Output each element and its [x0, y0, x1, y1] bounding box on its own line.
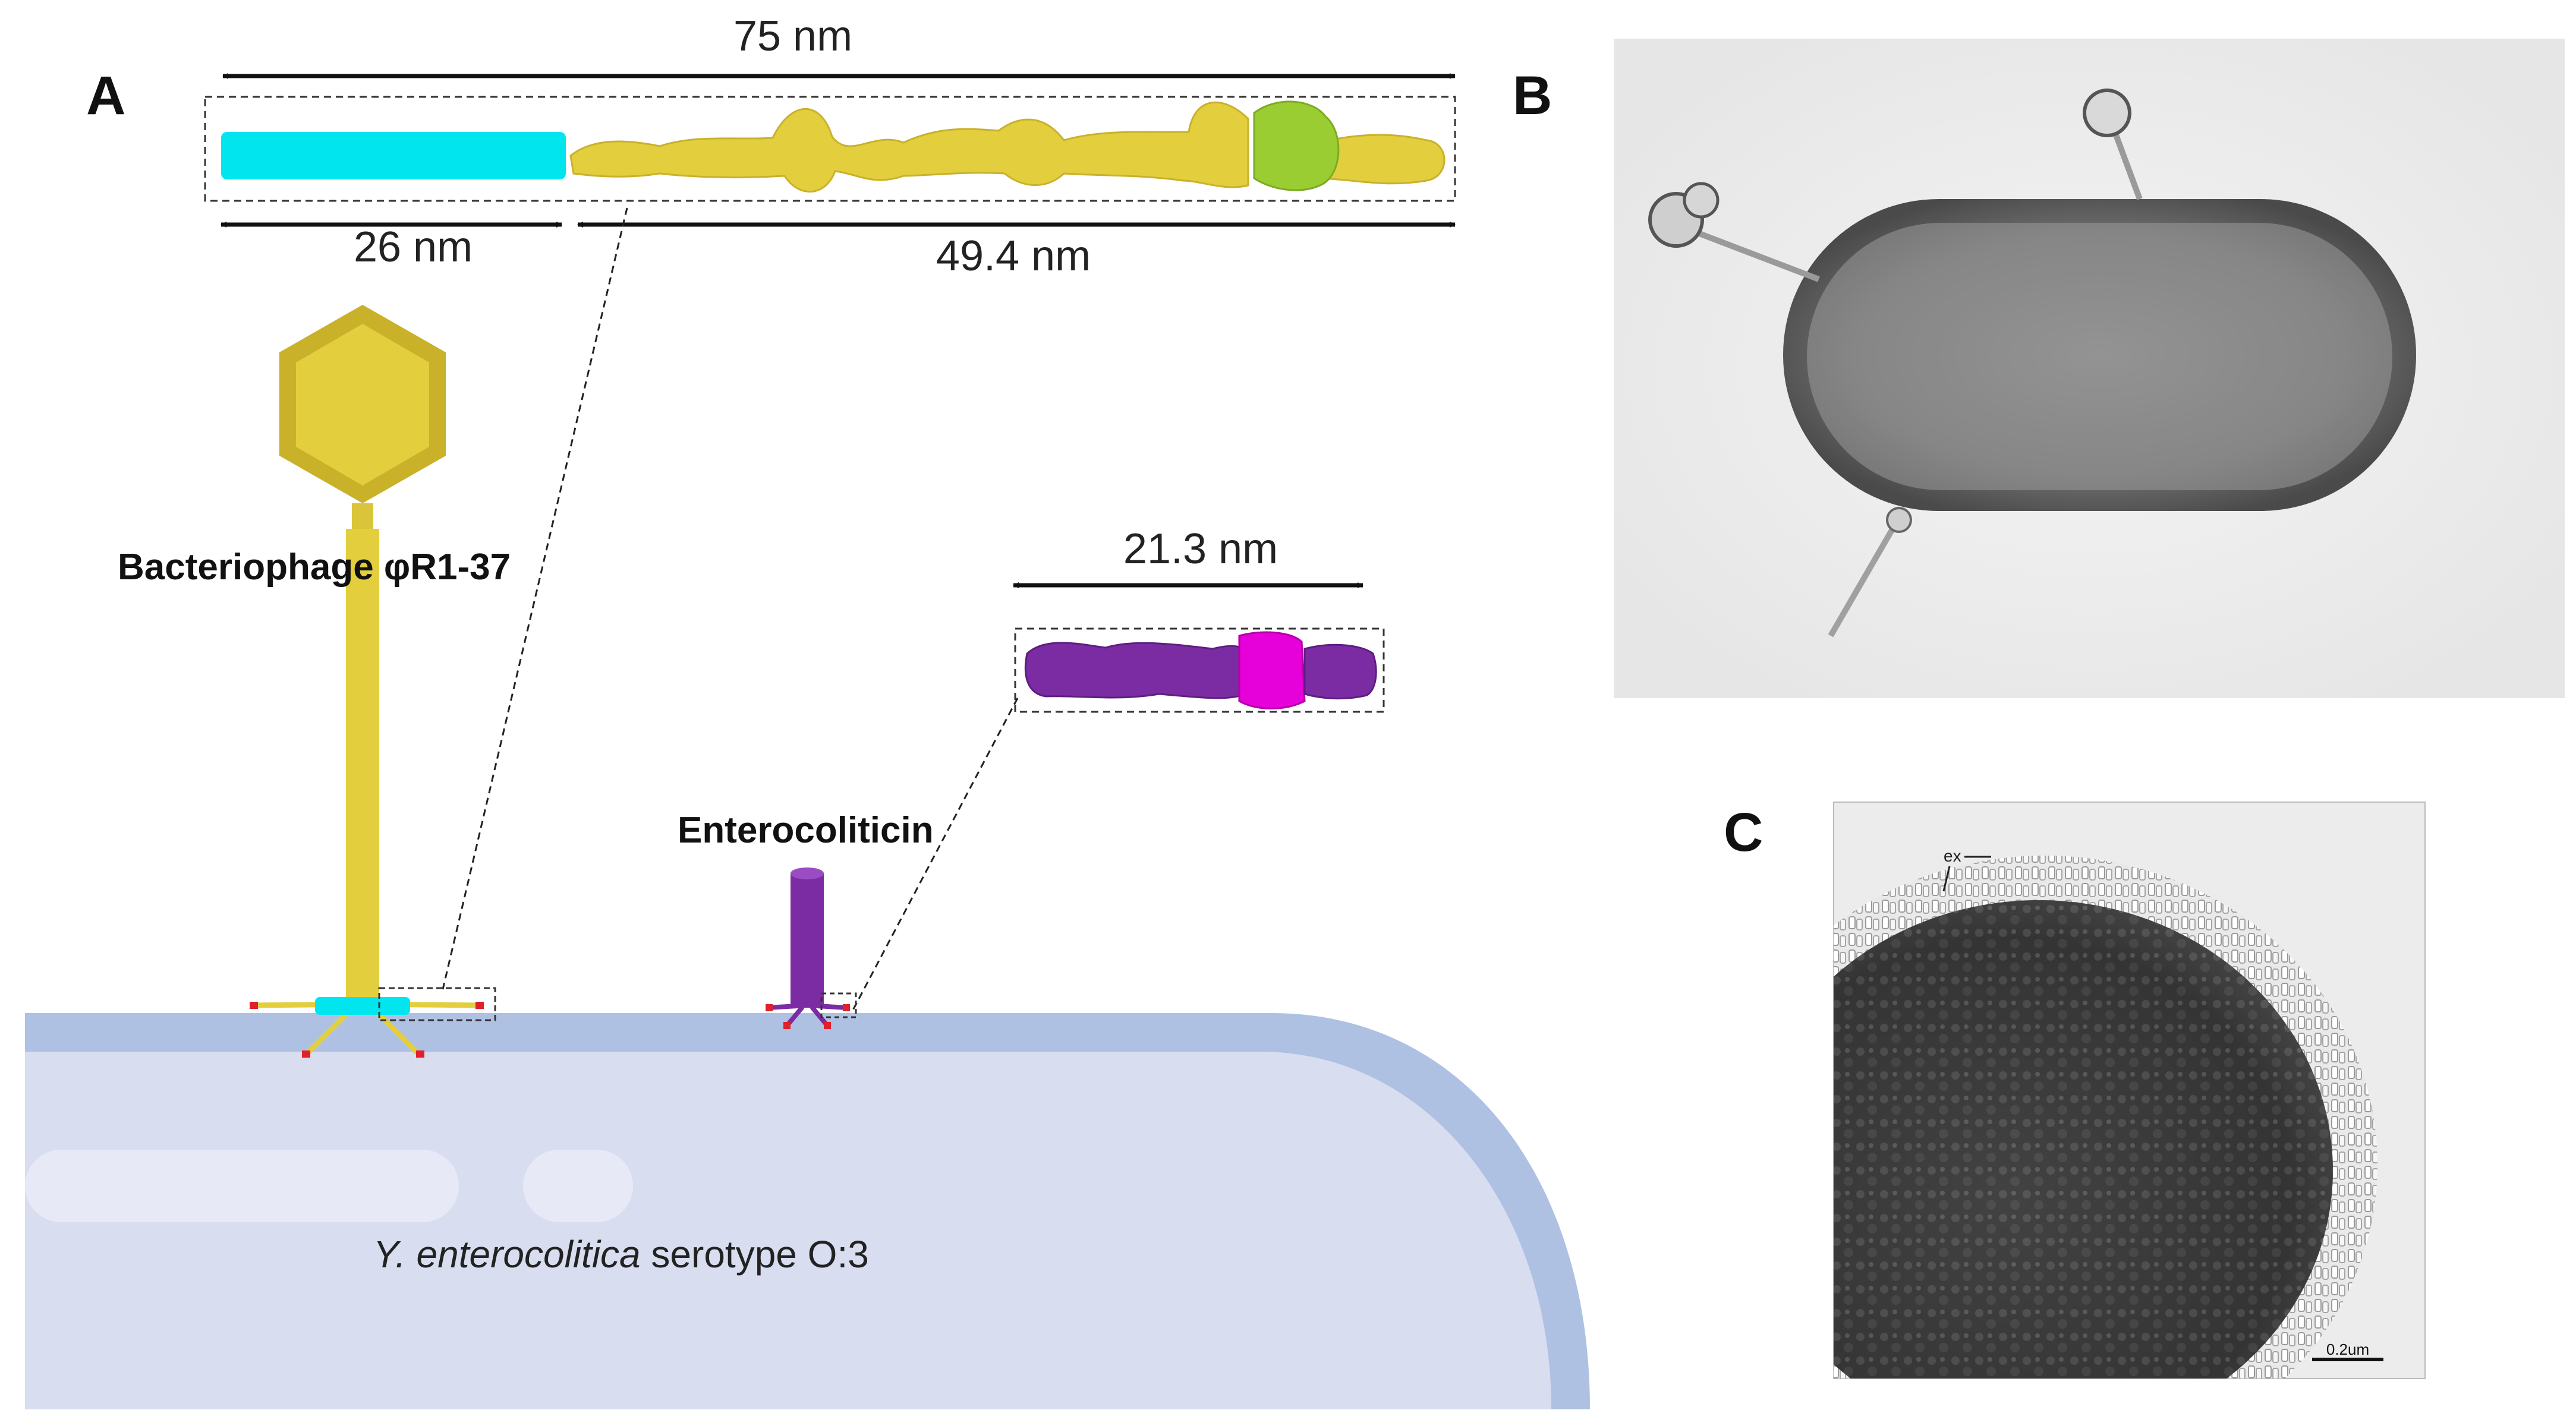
- panel-c-annotation: ex: [1944, 847, 1961, 865]
- phage-tail-sheath: [346, 529, 379, 998]
- enterocoliticin-dim-label: 21.3 nm: [1123, 525, 1278, 573]
- panel-a-label: A: [86, 65, 125, 126]
- tail-fiber-model-box: [204, 96, 1456, 202]
- phage-baseplate: [315, 997, 410, 1015]
- receptor-binding-green-region: [1253, 100, 1340, 191]
- phage-collar: [352, 503, 373, 530]
- panel-c-scale-label: 0.2um: [2326, 1340, 2369, 1358]
- leader-line-enterocoliticin: [852, 698, 1019, 1011]
- panel-c-label: C: [1724, 802, 1763, 863]
- enterocoliticin-particle: [766, 867, 850, 1029]
- enterocoliticin-magenta-region: [1238, 631, 1306, 709]
- cell-label: Y. enterocolitica serotype O:3: [373, 1233, 869, 1276]
- phage-label: Bacteriophage φR1-37: [118, 547, 511, 588]
- cell-highlight-long: [25, 1150, 459, 1222]
- enterocoliticin-purple-protein: [1024, 642, 1245, 699]
- enterocoliticin-zoom-box: [820, 992, 857, 1018]
- enterocoliticin-model-box: [1014, 627, 1385, 713]
- bacteriophage-phiR1-37: [249, 305, 484, 1058]
- cell-highlight-short: [523, 1150, 633, 1222]
- enterocoliticin-purple-end: [1303, 643, 1377, 700]
- leader-line-phage: [442, 207, 628, 990]
- tail-fiber-yellow-protein: [569, 101, 1446, 193]
- dim-label-left: 26 nm: [354, 223, 473, 271]
- cell-body: [25, 1052, 1551, 1409]
- tail-fiber-cyan-segment: [221, 132, 566, 179]
- panel-b-micrograph: [1614, 39, 2565, 698]
- phage-fiber-zoom-box: [378, 987, 496, 1021]
- panel-b-label: B: [1513, 65, 1552, 126]
- panel-c-micrograph: ex 0.2um: [1833, 802, 2426, 1379]
- dim-label-right: 49.4 nm: [936, 232, 1091, 280]
- dim-label-total: 75 nm: [733, 12, 852, 60]
- phage-head-face: [296, 324, 429, 485]
- enterocoliticin-label: Enterocoliticin: [678, 810, 934, 851]
